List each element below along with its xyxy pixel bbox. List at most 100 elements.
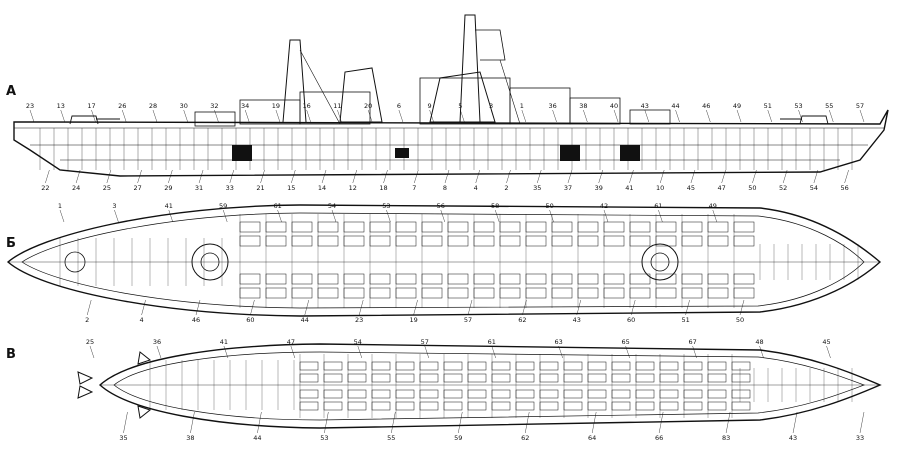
- callout-number: 7: [412, 184, 416, 192]
- callout-number: 37: [564, 184, 572, 192]
- callout-number: 63: [555, 338, 563, 346]
- callout-number: 26: [118, 102, 126, 110]
- callout-number: 21: [256, 184, 264, 192]
- callout-number: 3: [112, 202, 116, 210]
- callout-number: 60: [627, 316, 635, 324]
- callout-number: 25: [103, 184, 111, 192]
- callout-number: 43: [573, 316, 581, 324]
- deck-compartments: [59, 214, 859, 308]
- callout-number: 56: [437, 202, 445, 210]
- callout-number: 4: [140, 316, 144, 324]
- callout-number: 55: [825, 102, 833, 110]
- callout-number: 50: [545, 202, 553, 210]
- callout-number: 2: [504, 184, 508, 192]
- callout-number: 29: [164, 184, 172, 192]
- callout-number: 8: [443, 184, 447, 192]
- callout-number: 54: [354, 338, 362, 346]
- callout-number: 41: [625, 184, 633, 192]
- callout-number: 44: [301, 316, 309, 324]
- callout-number: 36: [548, 102, 556, 110]
- callout-number: 1: [58, 202, 62, 210]
- callout-number: 20: [364, 102, 372, 110]
- callout-number: 46: [192, 316, 200, 324]
- callout-number: 32: [210, 102, 218, 110]
- callout-number: 60: [246, 316, 254, 324]
- callout-number: 12: [349, 184, 357, 192]
- callout-number: 57: [464, 316, 472, 324]
- callout-number: 51: [764, 102, 772, 110]
- callout-number: 61: [654, 202, 662, 210]
- callout-number: 49: [733, 102, 741, 110]
- callout-number: 3: [489, 102, 493, 110]
- callout-number: 1: [520, 102, 524, 110]
- callout-number: 24: [72, 184, 80, 192]
- callout-number: 55: [387, 434, 395, 442]
- callout-number: 23: [26, 102, 34, 110]
- callout-number: 56: [840, 184, 848, 192]
- callout-number: 17: [87, 102, 95, 110]
- callout-number: 50: [736, 316, 744, 324]
- callout-number: 28: [149, 102, 157, 110]
- lower-deck-plan-view: 2535363841444753545557596162636465666783…: [77, 338, 882, 442]
- callout-number: 33: [856, 434, 864, 442]
- callout-number: 47: [718, 184, 726, 192]
- callout-number: 65: [622, 338, 630, 346]
- callout-number: 18: [379, 184, 387, 192]
- callout-number: 66: [655, 434, 663, 442]
- callout-number: 48: [755, 338, 763, 346]
- callout-number: 45: [822, 338, 830, 346]
- callout-number: 61: [273, 202, 281, 210]
- deck-plan-view: 1234414659606144542353195657586250434260…: [6, 202, 882, 324]
- side-profile-view: 2322132417252627282930313233342119151614…: [13, 14, 889, 192]
- callout-number: 33: [226, 184, 234, 192]
- callout-number: 83: [722, 434, 730, 442]
- callout-number: 44: [253, 434, 261, 442]
- callout-number: 46: [702, 102, 710, 110]
- lower-callouts: 2535363841444753545557596162636465666783…: [86, 338, 865, 442]
- callout-number: 10: [656, 184, 664, 192]
- callout-number: 6: [397, 102, 401, 110]
- callout-number: 41: [220, 338, 228, 346]
- callout-number: 61: [488, 338, 496, 346]
- section-label-b: Б: [6, 236, 16, 251]
- callout-number: 62: [521, 434, 529, 442]
- callout-number: 57: [421, 338, 429, 346]
- section-label-a: А: [6, 84, 16, 99]
- callout-number: 23: [355, 316, 363, 324]
- callout-number: 22: [41, 184, 49, 192]
- callout-number: 19: [272, 102, 280, 110]
- callout-number: 47: [287, 338, 295, 346]
- callout-number: 53: [794, 102, 802, 110]
- section-label-v: В: [6, 347, 16, 362]
- callout-number: 51: [681, 316, 689, 324]
- callout-number: 53: [320, 434, 328, 442]
- callout-number: 2: [85, 316, 89, 324]
- callout-number: 41: [165, 202, 173, 210]
- callout-number: 52: [779, 184, 787, 192]
- callout-number: 38: [579, 102, 587, 110]
- callout-number: 54: [810, 184, 818, 192]
- callout-number: 11: [333, 102, 341, 110]
- callout-number: 36: [153, 338, 161, 346]
- callout-number: 5: [458, 102, 462, 110]
- callout-number: 53: [382, 202, 390, 210]
- callout-number: 58: [491, 202, 499, 210]
- callout-number: 14: [318, 184, 326, 192]
- callout-number: 38: [186, 434, 194, 442]
- callout-number: 35: [119, 434, 127, 442]
- callout-number: 4: [474, 184, 478, 192]
- callout-number: 67: [688, 338, 696, 346]
- callout-number: 27: [133, 184, 141, 192]
- deck-callouts: 1234414659606144542353195657586250434260…: [58, 202, 745, 324]
- callout-number: 30: [180, 102, 188, 110]
- lower-deck-compartments: [149, 354, 853, 418]
- callout-number: 54: [328, 202, 336, 210]
- callout-number: 50: [748, 184, 756, 192]
- callout-number: 49: [709, 202, 717, 210]
- callout-number: 16: [303, 102, 311, 110]
- profile-callouts: 2322132417252627282930313233342119151614…: [26, 102, 865, 192]
- callout-number: 40: [610, 102, 618, 110]
- callout-number: 43: [789, 434, 797, 442]
